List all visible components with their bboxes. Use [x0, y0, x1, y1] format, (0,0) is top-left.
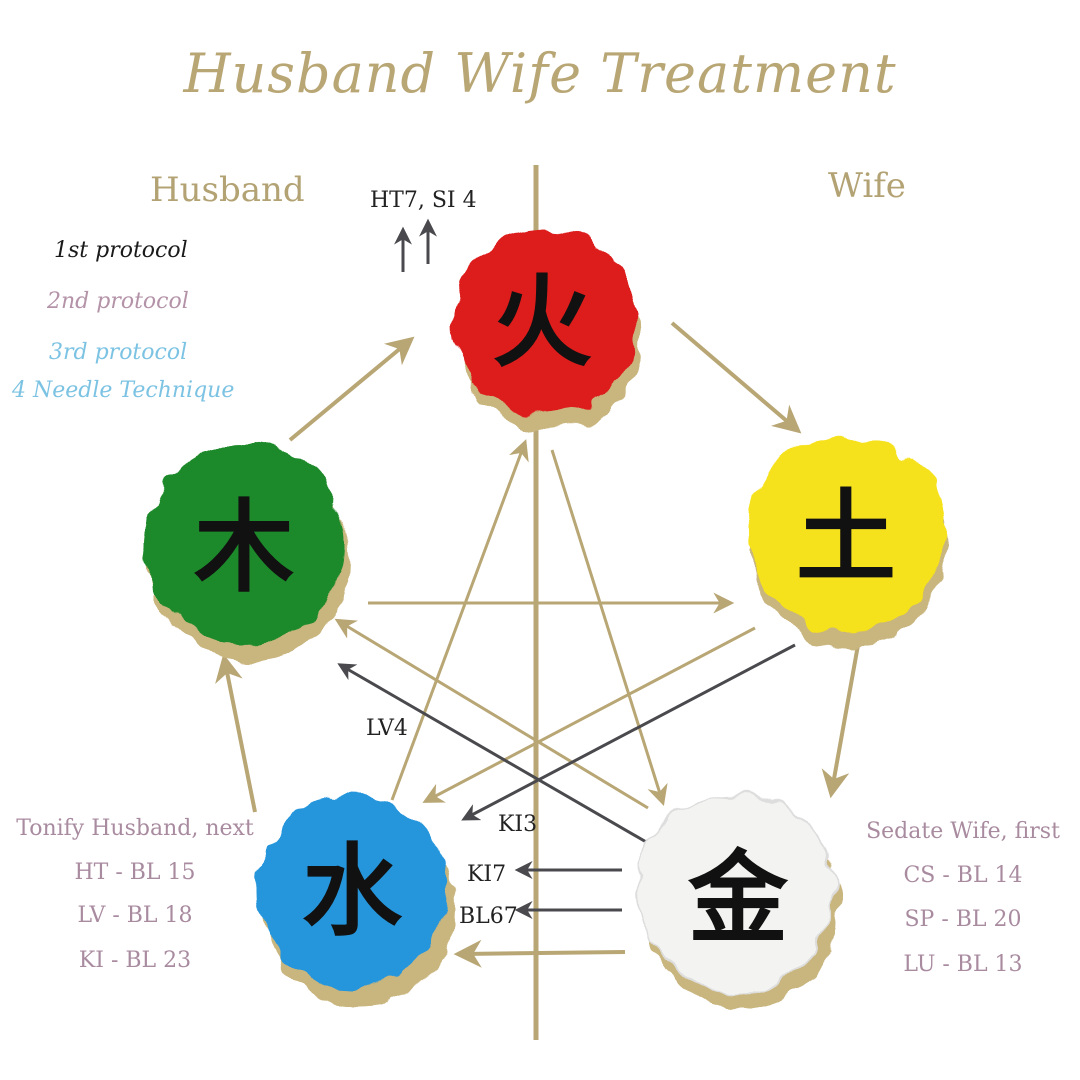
legend-item-4-needle: 4 Needle Technique: [12, 378, 235, 403]
sedate-item-1: CS - BL 14: [903, 863, 1023, 888]
sedate-item-2: SP - BL 20: [904, 907, 1022, 932]
sedate-heading: Sedate Wife, first: [866, 819, 1060, 844]
metal-blob: [637, 793, 835, 991]
arrow-metal-to-wood: [334, 618, 649, 810]
wood-glyph: 木: [194, 489, 294, 606]
tonify-item-3: KI - BL 23: [78, 948, 192, 973]
element-earth: 土: [750, 435, 948, 646]
tonify-item-2: LV - BL 18: [77, 903, 193, 928]
arrow-earth-to-metal: [821, 644, 860, 799]
fire-glyph: 火: [492, 264, 592, 381]
sedate-item-3: LU - BL 13: [903, 952, 1023, 977]
fire-blob: [453, 230, 637, 414]
water-blob: [256, 794, 448, 986]
husband-heading: Husband: [150, 170, 305, 210]
arrow-water-to-fire: [390, 439, 529, 801]
arrow-earth-to-water: [422, 626, 756, 803]
tonify-item-1: HT - BL 15: [74, 860, 196, 885]
arrow-fire-to-earth: [670, 321, 802, 434]
arrow-wood-to-fire: [288, 336, 415, 442]
legend-item-3rd-protocol: 3rd protocol: [49, 340, 188, 365]
arrow-fire-to-metal: [550, 449, 668, 807]
element-fire: 火: [453, 230, 642, 430]
point-label-lv4: LV4: [366, 716, 408, 741]
point-label-ki7: KI7: [467, 862, 507, 887]
point-label-ki3: KI3: [498, 812, 538, 837]
element-water: 水: [256, 794, 456, 1006]
arrow-metal-to-water: [453, 939, 626, 968]
arrow-dark-to-wood-lv4: [337, 663, 661, 852]
earth-blob: [750, 435, 946, 631]
legend-item-1st-protocol: 1st protocol: [54, 238, 188, 263]
element-metal: 金: [637, 793, 840, 1007]
point-label-bl67: BL67: [459, 904, 518, 929]
earth-glyph: 土: [796, 479, 896, 596]
arrow-dark-to-water-ki3: [461, 643, 796, 821]
tonify-heading: Tonify Husband, next: [16, 816, 254, 841]
metal-glyph: 金: [687, 840, 789, 957]
wood-blob: [145, 443, 345, 643]
water-glyph: 水: [302, 833, 403, 950]
element-wood: 木: [145, 443, 350, 661]
page-title: Husband Wife Treatment: [183, 42, 897, 105]
wife-heading: Wife: [828, 166, 906, 206]
legend-item-2nd-protocol: 2nd protocol: [47, 289, 189, 314]
point-label-ht7-si4: HT7, SI 4: [370, 188, 477, 213]
arrow-water-to-wood: [215, 653, 257, 813]
